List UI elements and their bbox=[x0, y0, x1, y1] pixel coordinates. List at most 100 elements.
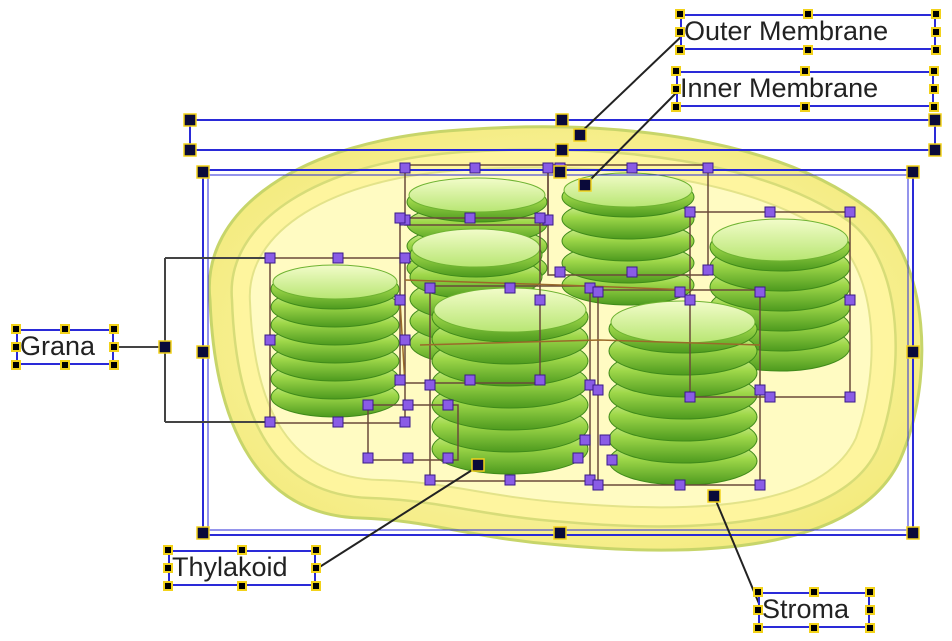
label-resize-handle[interactable] bbox=[163, 563, 173, 573]
label-resize-handle[interactable] bbox=[800, 66, 810, 76]
label-resize-handle[interactable] bbox=[671, 102, 681, 112]
selection-handle bbox=[764, 391, 776, 403]
selection-handle-dark bbox=[183, 143, 197, 157]
selection-handle-dark bbox=[906, 526, 920, 540]
label-resize-handle[interactable] bbox=[803, 9, 813, 19]
label-resize-handle[interactable] bbox=[753, 587, 763, 597]
label-resize-handle[interactable] bbox=[803, 45, 813, 55]
selection-handle-dark bbox=[906, 165, 920, 179]
selection-handle bbox=[442, 399, 454, 411]
thylakoid-disk-top bbox=[411, 228, 541, 268]
label-resize-handle[interactable] bbox=[865, 587, 875, 597]
label-resize-handle[interactable] bbox=[929, 66, 939, 76]
label-resize-handle[interactable] bbox=[675, 9, 685, 19]
selection-handle bbox=[844, 206, 856, 218]
granum-stack bbox=[431, 287, 589, 475]
label-resize-handle[interactable] bbox=[60, 324, 70, 334]
selection-handle bbox=[464, 212, 476, 224]
stroma-leader bbox=[713, 495, 761, 607]
selection-handle bbox=[504, 474, 516, 486]
label-resize-handle[interactable] bbox=[931, 27, 941, 37]
label-resize-handle[interactable] bbox=[753, 605, 763, 615]
selection-handle bbox=[362, 399, 374, 411]
label-resize-handle[interactable] bbox=[11, 324, 21, 334]
selection-handle-dark bbox=[707, 489, 721, 503]
selection-handle-dark bbox=[573, 128, 587, 142]
selection-handle bbox=[264, 252, 276, 264]
selection-handle bbox=[399, 252, 411, 264]
granum-stack bbox=[608, 300, 758, 486]
label-resize-handle[interactable] bbox=[931, 9, 941, 19]
label-resize-handle[interactable] bbox=[11, 342, 21, 352]
label-resize-handle[interactable] bbox=[929, 84, 939, 94]
label-resize-handle[interactable] bbox=[109, 324, 119, 334]
selection-handle bbox=[394, 294, 406, 306]
selection-handle bbox=[674, 286, 686, 298]
inner-membrane-leader bbox=[584, 88, 681, 186]
label-resize-handle[interactable] bbox=[929, 102, 939, 112]
label-resize-handle[interactable] bbox=[237, 581, 247, 591]
label-resize-handle[interactable] bbox=[675, 45, 685, 55]
selection-handle-dark bbox=[906, 345, 920, 359]
label-resize-handle[interactable] bbox=[109, 360, 119, 370]
thylakoid-leader bbox=[317, 464, 481, 569]
label-resize-handle[interactable] bbox=[311, 563, 321, 573]
selection-handle bbox=[554, 266, 566, 278]
selection-handle-dark bbox=[555, 113, 569, 127]
selection-handle-dark bbox=[183, 113, 197, 127]
selection-handle bbox=[592, 384, 604, 396]
selection-handle bbox=[534, 374, 546, 386]
label-resize-handle[interactable] bbox=[60, 360, 70, 370]
granum-stack bbox=[270, 264, 400, 418]
label-resize-handle[interactable] bbox=[163, 545, 173, 555]
selection-handle bbox=[424, 379, 436, 391]
selection-handle bbox=[402, 452, 414, 464]
granum-stack bbox=[561, 172, 695, 306]
label-resize-handle[interactable] bbox=[311, 581, 321, 591]
selection-handle-dark bbox=[555, 143, 569, 157]
selection-handle bbox=[464, 374, 476, 386]
label-resize-handle[interactable] bbox=[753, 623, 763, 633]
selection-handle bbox=[442, 452, 454, 464]
selection-handle-dark bbox=[196, 165, 210, 179]
selection-handle bbox=[702, 264, 714, 276]
selection-handle bbox=[684, 391, 696, 403]
selection-handle bbox=[424, 474, 436, 486]
selection-handle bbox=[844, 294, 856, 306]
label-resize-handle[interactable] bbox=[237, 545, 247, 555]
label-resize-handle[interactable] bbox=[671, 84, 681, 94]
selection-handle bbox=[702, 162, 714, 174]
label-resize-handle[interactable] bbox=[311, 545, 321, 555]
thylakoid-label[interactable]: Thylakoid bbox=[168, 550, 316, 586]
label-resize-handle[interactable] bbox=[809, 587, 819, 597]
selection-handle-dark bbox=[196, 345, 210, 359]
label-resize-handle[interactable] bbox=[11, 360, 21, 370]
label-resize-handle[interactable] bbox=[809, 623, 819, 633]
stroma-text: Stroma bbox=[762, 594, 850, 624]
selection-handle bbox=[504, 282, 516, 294]
thylakoid-disk-top bbox=[711, 218, 849, 262]
thylakoid-disk-top bbox=[610, 300, 756, 344]
grana-stacks[interactable] bbox=[270, 172, 851, 486]
selection-handle bbox=[684, 206, 696, 218]
label-resize-handle[interactable] bbox=[800, 102, 810, 112]
thylakoid-disk-top bbox=[272, 264, 398, 300]
selection-handle bbox=[534, 294, 546, 306]
selection-handle bbox=[394, 212, 406, 224]
label-resize-handle[interactable] bbox=[865, 605, 875, 615]
selection-handle bbox=[534, 212, 546, 224]
label-resize-handle[interactable] bbox=[163, 581, 173, 591]
selection-handle bbox=[402, 399, 414, 411]
selection-handle bbox=[572, 452, 584, 464]
label-resize-handle[interactable] bbox=[675, 27, 685, 37]
label-resize-handle[interactable] bbox=[671, 66, 681, 76]
selection-handle bbox=[626, 266, 638, 278]
label-resize-handle[interactable] bbox=[865, 623, 875, 633]
selection-handle bbox=[592, 286, 604, 298]
selection-handle bbox=[399, 416, 411, 428]
selection-handle bbox=[754, 384, 766, 396]
selection-handle bbox=[332, 252, 344, 264]
label-resize-handle[interactable] bbox=[931, 45, 941, 55]
label-resize-handle[interactable] bbox=[109, 342, 119, 352]
